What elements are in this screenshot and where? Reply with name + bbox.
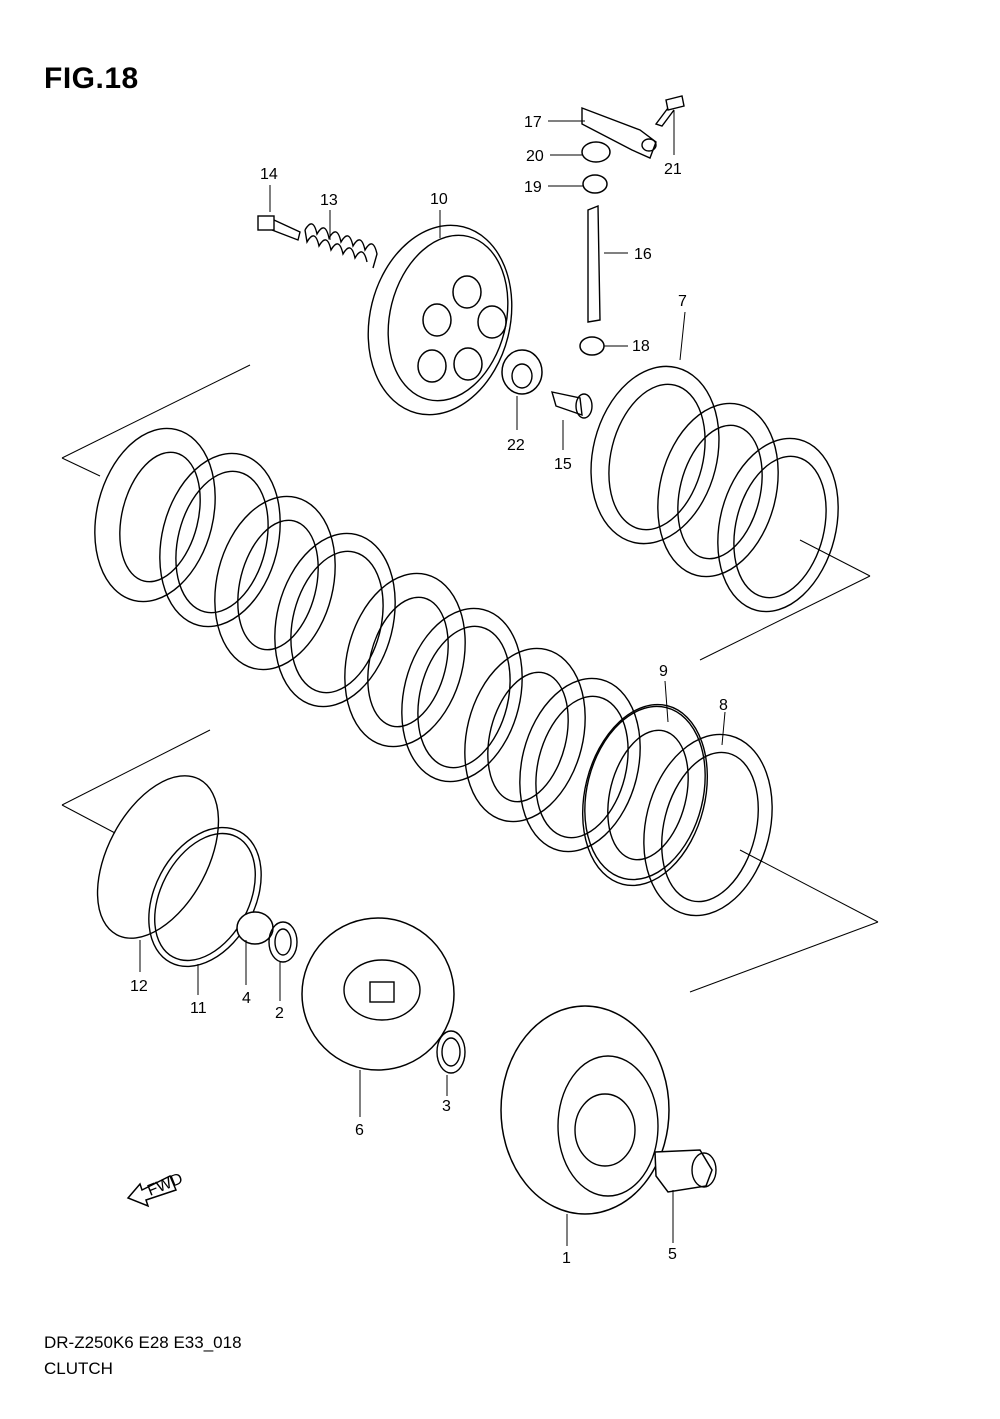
spacer-4 — [236, 911, 274, 945]
clutch-housing-1 — [500, 1005, 670, 1215]
bearing-19 — [582, 174, 608, 194]
pushrod-15 — [551, 391, 593, 419]
bolt-14 — [257, 215, 301, 241]
figure-title: FIG.18 — [44, 62, 139, 95]
plates-8-9 — [581, 703, 773, 917]
release-arm-17 — [581, 106, 657, 159]
bolt-21 — [654, 95, 685, 127]
callout-20: 20 — [526, 148, 544, 165]
circlip-12 — [96, 775, 220, 939]
seal-20 — [581, 141, 611, 163]
callout-17: 17 — [524, 114, 542, 131]
upper-right-plates — [590, 365, 839, 613]
callout-21: 21 — [664, 161, 682, 178]
callout-7: 7 — [678, 293, 687, 310]
fwd-label: FWD — [145, 1170, 185, 1199]
callout-10: 10 — [430, 191, 448, 208]
callout-15: 15 — [554, 456, 572, 473]
leader-lines — [139, 110, 726, 1246]
spring-13 — [304, 223, 378, 269]
callout-4: 4 — [242, 990, 251, 1007]
bearing-18 — [579, 336, 605, 356]
primary-driven-gear-6 — [301, 917, 455, 1071]
callout-14: 14 — [260, 166, 278, 183]
callout-8: 8 — [719, 697, 728, 714]
callout-22: 22 — [507, 437, 525, 454]
callout-12: 12 — [130, 978, 148, 995]
bearing-22 — [501, 349, 543, 395]
washer-3 — [436, 1030, 466, 1074]
section-name: CLUTCH — [44, 1359, 113, 1378]
callout-3: 3 — [442, 1098, 451, 1115]
callout-13: 13 — [320, 192, 338, 209]
pressure-plate — [367, 224, 513, 416]
callout-18: 18 — [632, 338, 650, 355]
callout-9: 9 — [659, 663, 668, 680]
callout-11: 11 — [190, 1000, 207, 1017]
lower-plate-box — [61, 729, 879, 993]
callout-1: 1 — [562, 1250, 571, 1267]
fwd-arrow-icon: FWD — [126, 1170, 185, 1208]
callouts: 17 20 19 21 16 18 14 13 10 22 15 7 9 8 1… — [130, 114, 728, 1267]
callout-5: 5 — [668, 1246, 677, 1263]
washer-11 — [148, 826, 262, 968]
callout-19: 19 — [524, 179, 542, 196]
model-code: DR-Z250K6 E28 E33_018 — [44, 1333, 242, 1352]
release-shaft-16 — [587, 204, 601, 323]
upper-plate-box — [61, 364, 871, 661]
washer-2 — [268, 921, 298, 963]
bushing-5 — [654, 1149, 717, 1193]
callout-16: 16 — [634, 246, 652, 263]
callout-2: 2 — [275, 1005, 284, 1022]
plate-stack — [94, 427, 706, 881]
callout-6: 6 — [355, 1122, 364, 1139]
